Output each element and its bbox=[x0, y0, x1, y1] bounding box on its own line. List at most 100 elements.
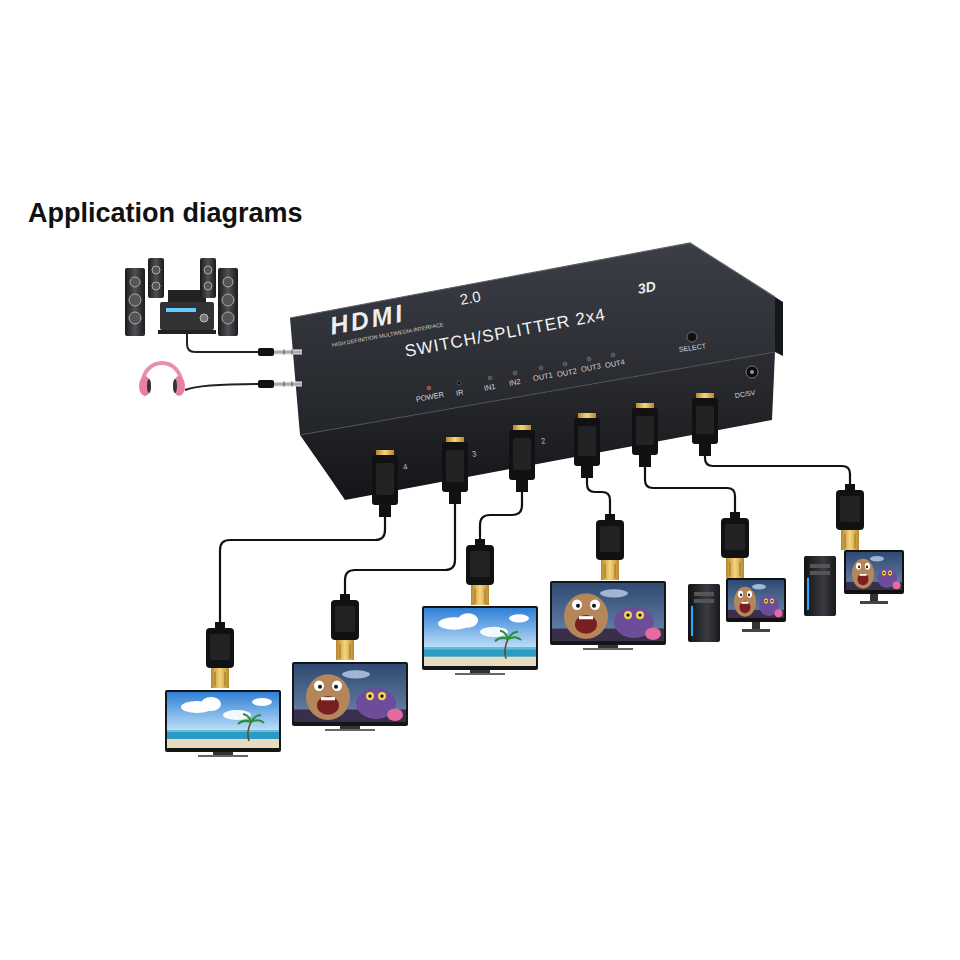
hdmi-plug bbox=[699, 444, 711, 456]
indicator-led bbox=[488, 376, 492, 380]
led-label: IR bbox=[455, 387, 464, 397]
indicator-led bbox=[539, 366, 543, 370]
desktop-pc bbox=[860, 601, 888, 604]
hdmi-cable bbox=[480, 492, 522, 545]
hdmi-plug bbox=[466, 539, 494, 605]
hdmi-plug bbox=[836, 484, 864, 550]
speaker-system bbox=[158, 330, 216, 334]
tv-display bbox=[165, 690, 281, 757]
speaker-system bbox=[166, 308, 196, 312]
speaker-system bbox=[204, 266, 212, 274]
tv-display bbox=[167, 692, 279, 748]
audio-jack bbox=[292, 350, 293, 355]
device-outline bbox=[300, 352, 775, 435]
tv-display bbox=[198, 755, 248, 757]
audio-jack bbox=[258, 380, 274, 388]
speaker-system bbox=[152, 266, 160, 274]
audio-cable bbox=[187, 334, 258, 352]
tv-display bbox=[165, 690, 281, 752]
speaker-system bbox=[222, 294, 234, 306]
headphones bbox=[139, 376, 151, 396]
hdmi-plug bbox=[206, 484, 864, 688]
audio-jack bbox=[274, 350, 302, 355]
speaker-system bbox=[204, 282, 212, 290]
tv-display bbox=[455, 673, 505, 675]
hdmi-plug bbox=[578, 426, 596, 456]
dc-jack bbox=[746, 366, 758, 378]
desktop-pc bbox=[691, 606, 693, 636]
audio-jack bbox=[284, 350, 285, 355]
hdmi-plug bbox=[449, 492, 461, 504]
desktop-pc bbox=[870, 594, 878, 601]
hdmi-plug bbox=[639, 455, 651, 467]
3d-logo: 3D bbox=[636, 277, 657, 297]
audio-cable bbox=[185, 384, 258, 390]
desktop-pc bbox=[694, 592, 714, 596]
indicator-led bbox=[427, 386, 431, 390]
tv-display bbox=[294, 664, 406, 722]
hdmi-plug bbox=[721, 512, 749, 578]
speaker-system bbox=[148, 258, 164, 298]
led-label: IN2 bbox=[508, 376, 521, 387]
hdmi-plug bbox=[379, 505, 391, 517]
tv-display bbox=[598, 645, 618, 648]
desktop-pc bbox=[844, 550, 904, 594]
select-button bbox=[687, 332, 697, 342]
speaker-system bbox=[200, 258, 216, 298]
audio-jack bbox=[258, 380, 302, 388]
speaker-system bbox=[129, 312, 141, 324]
tv-display bbox=[292, 662, 408, 726]
speaker-system bbox=[200, 314, 208, 322]
headphones bbox=[173, 376, 185, 396]
device-outline bbox=[255, 235, 785, 520]
hdmi-plug bbox=[372, 455, 398, 505]
hdmi-plug bbox=[581, 466, 593, 478]
audio-jack bbox=[284, 382, 285, 387]
hdmi-plug bbox=[513, 438, 531, 470]
hdmi-plug bbox=[632, 403, 658, 467]
speaker-system bbox=[129, 294, 141, 306]
indicator-led bbox=[513, 371, 517, 375]
hdmi-cable bbox=[587, 478, 610, 520]
hdmi-plug bbox=[636, 416, 654, 445]
speaker-system bbox=[223, 277, 233, 287]
speaker-system bbox=[125, 268, 145, 336]
device-outline bbox=[290, 243, 775, 435]
headphones bbox=[147, 379, 151, 393]
desktop-pc bbox=[846, 552, 902, 590]
hdmi-plug bbox=[446, 450, 464, 482]
hdmi-plug bbox=[632, 408, 658, 455]
hdmi-plug bbox=[516, 480, 528, 492]
desktop-pc bbox=[804, 550, 904, 616]
audio-jack bbox=[258, 348, 302, 356]
tv-display bbox=[583, 648, 633, 650]
headphones bbox=[173, 379, 177, 393]
device-outline bbox=[775, 297, 783, 356]
dc-jack bbox=[750, 370, 754, 374]
hdmi-plug bbox=[376, 463, 394, 495]
indicator-led bbox=[611, 353, 615, 357]
tv-display bbox=[325, 729, 375, 731]
hdmi-plug bbox=[372, 450, 398, 517]
desktop-pc bbox=[688, 578, 786, 642]
hdmi-plug bbox=[509, 430, 535, 480]
desktop-pc bbox=[752, 622, 760, 629]
speaker-system bbox=[130, 277, 140, 287]
indicator-led bbox=[587, 357, 591, 361]
hdmi-plug bbox=[692, 393, 718, 456]
hdmi-plug bbox=[574, 418, 600, 466]
version-number: 2.0 bbox=[458, 287, 482, 308]
tv-display bbox=[550, 581, 666, 645]
tv-display bbox=[422, 606, 538, 670]
hdmi-plug bbox=[509, 425, 535, 492]
desktop-pc bbox=[688, 584, 720, 642]
desktop-pc bbox=[810, 564, 830, 568]
led-label: IN1 bbox=[483, 381, 496, 392]
hdmi-plug bbox=[692, 398, 718, 444]
hdmi-cable bbox=[345, 504, 455, 600]
tv-display bbox=[422, 606, 538, 675]
hdmi-cable bbox=[705, 456, 850, 490]
desktop-pc bbox=[742, 629, 770, 632]
